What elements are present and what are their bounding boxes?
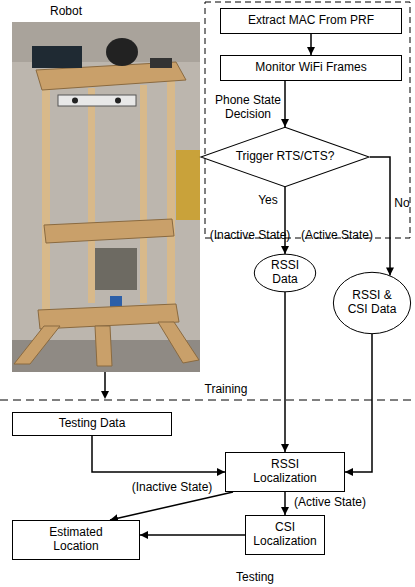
ellipse-outline xyxy=(333,272,410,333)
flow-arrow xyxy=(310,34,312,55)
robot-photo xyxy=(12,22,200,372)
diamond-outline xyxy=(201,127,369,186)
robot-post xyxy=(42,85,50,317)
node-label: Testing Data xyxy=(59,417,126,431)
photo-backdrop xyxy=(12,22,200,372)
process-box: Extract MAC From PRF xyxy=(220,8,402,34)
robot-post xyxy=(88,88,95,303)
node-text: Testing Data xyxy=(59,417,126,431)
flow-arrow xyxy=(140,534,245,536)
annotation-label: (Active State) xyxy=(301,229,373,243)
edge-label: Yes xyxy=(258,194,278,208)
robot-leg xyxy=(95,326,112,366)
robot-leg xyxy=(158,322,199,363)
annotation-label: Testing xyxy=(236,571,274,585)
data-ellipse: RSSI Data xyxy=(254,254,316,292)
flow-arrow xyxy=(370,157,390,275)
node-label: Extract MAC From PRF xyxy=(248,14,374,28)
edge-label: No xyxy=(394,197,409,211)
flow-arrow xyxy=(110,492,233,520)
annotation-label: Robot xyxy=(50,5,82,19)
node-label: Monitor WiFi Frames xyxy=(255,61,366,75)
robot-base-plate xyxy=(38,304,179,329)
process-box: Estimated Location xyxy=(12,520,140,560)
node-text: Extract MAC From PRF xyxy=(248,14,374,28)
annotation-label: Training xyxy=(205,383,248,397)
node-label: RSSI Localization xyxy=(245,458,325,486)
edge-label: Phone State Decision xyxy=(211,94,285,122)
robot-sensor-lens xyxy=(115,98,121,104)
node-text: CSI Localization xyxy=(247,521,323,549)
node-text: RSSI & CSI Data xyxy=(342,289,402,317)
flow-arrow xyxy=(284,187,286,254)
lab-clutter xyxy=(176,150,200,220)
robot-post xyxy=(167,80,175,312)
node-text: RSSI Localization xyxy=(245,458,325,486)
node-text: Estimated Location xyxy=(36,526,116,554)
decision-diamond: Trigger RTS/CTS? xyxy=(200,127,370,187)
flow-arrow xyxy=(345,334,372,472)
node-text: Monitor WiFi Frames xyxy=(255,61,366,75)
process-box: CSI Localization xyxy=(245,515,325,555)
annotation-label: (Active State) xyxy=(294,496,366,510)
node-label: Estimated Location xyxy=(36,526,116,554)
robot-electronics xyxy=(95,248,137,290)
phase-divider xyxy=(0,400,415,401)
robot-mid-plate xyxy=(44,219,174,243)
node-label: RSSI & CSI Data xyxy=(342,289,402,317)
robot-leg xyxy=(14,326,60,364)
flow-arrow xyxy=(284,492,286,515)
node-label: Trigger RTS/CTS? xyxy=(236,150,335,164)
robot-device xyxy=(150,58,172,68)
robot-post xyxy=(140,85,147,303)
robot-sensor-lens xyxy=(72,98,78,104)
robot-sensor-bar xyxy=(58,95,136,106)
node-label: RSSI Data xyxy=(265,259,305,287)
node-label: CSI Localization xyxy=(247,521,323,549)
dashed-group-box xyxy=(205,2,410,238)
flow-arrow xyxy=(92,436,225,472)
node-text: RSSI Data xyxy=(265,259,305,287)
node-text: Trigger RTS/CTS? xyxy=(236,150,335,164)
process-box: RSSI Localization xyxy=(225,452,345,492)
process-box: Monitor WiFi Frames xyxy=(220,55,402,81)
robot-phone xyxy=(32,46,82,68)
process-box: Testing Data xyxy=(12,412,172,436)
robot-antenna-dome xyxy=(106,38,138,66)
data-ellipse: RSSI & CSI Data xyxy=(333,272,411,334)
ellipse-outline xyxy=(254,254,315,292)
robot-arrow-head xyxy=(101,391,109,399)
annotation-label: (Inactive State) xyxy=(132,481,213,495)
robot-arrow xyxy=(104,372,106,392)
flow-arrow xyxy=(284,81,286,127)
annotation-label: (Inactive State) xyxy=(210,229,291,243)
flow-arrow xyxy=(284,292,286,452)
